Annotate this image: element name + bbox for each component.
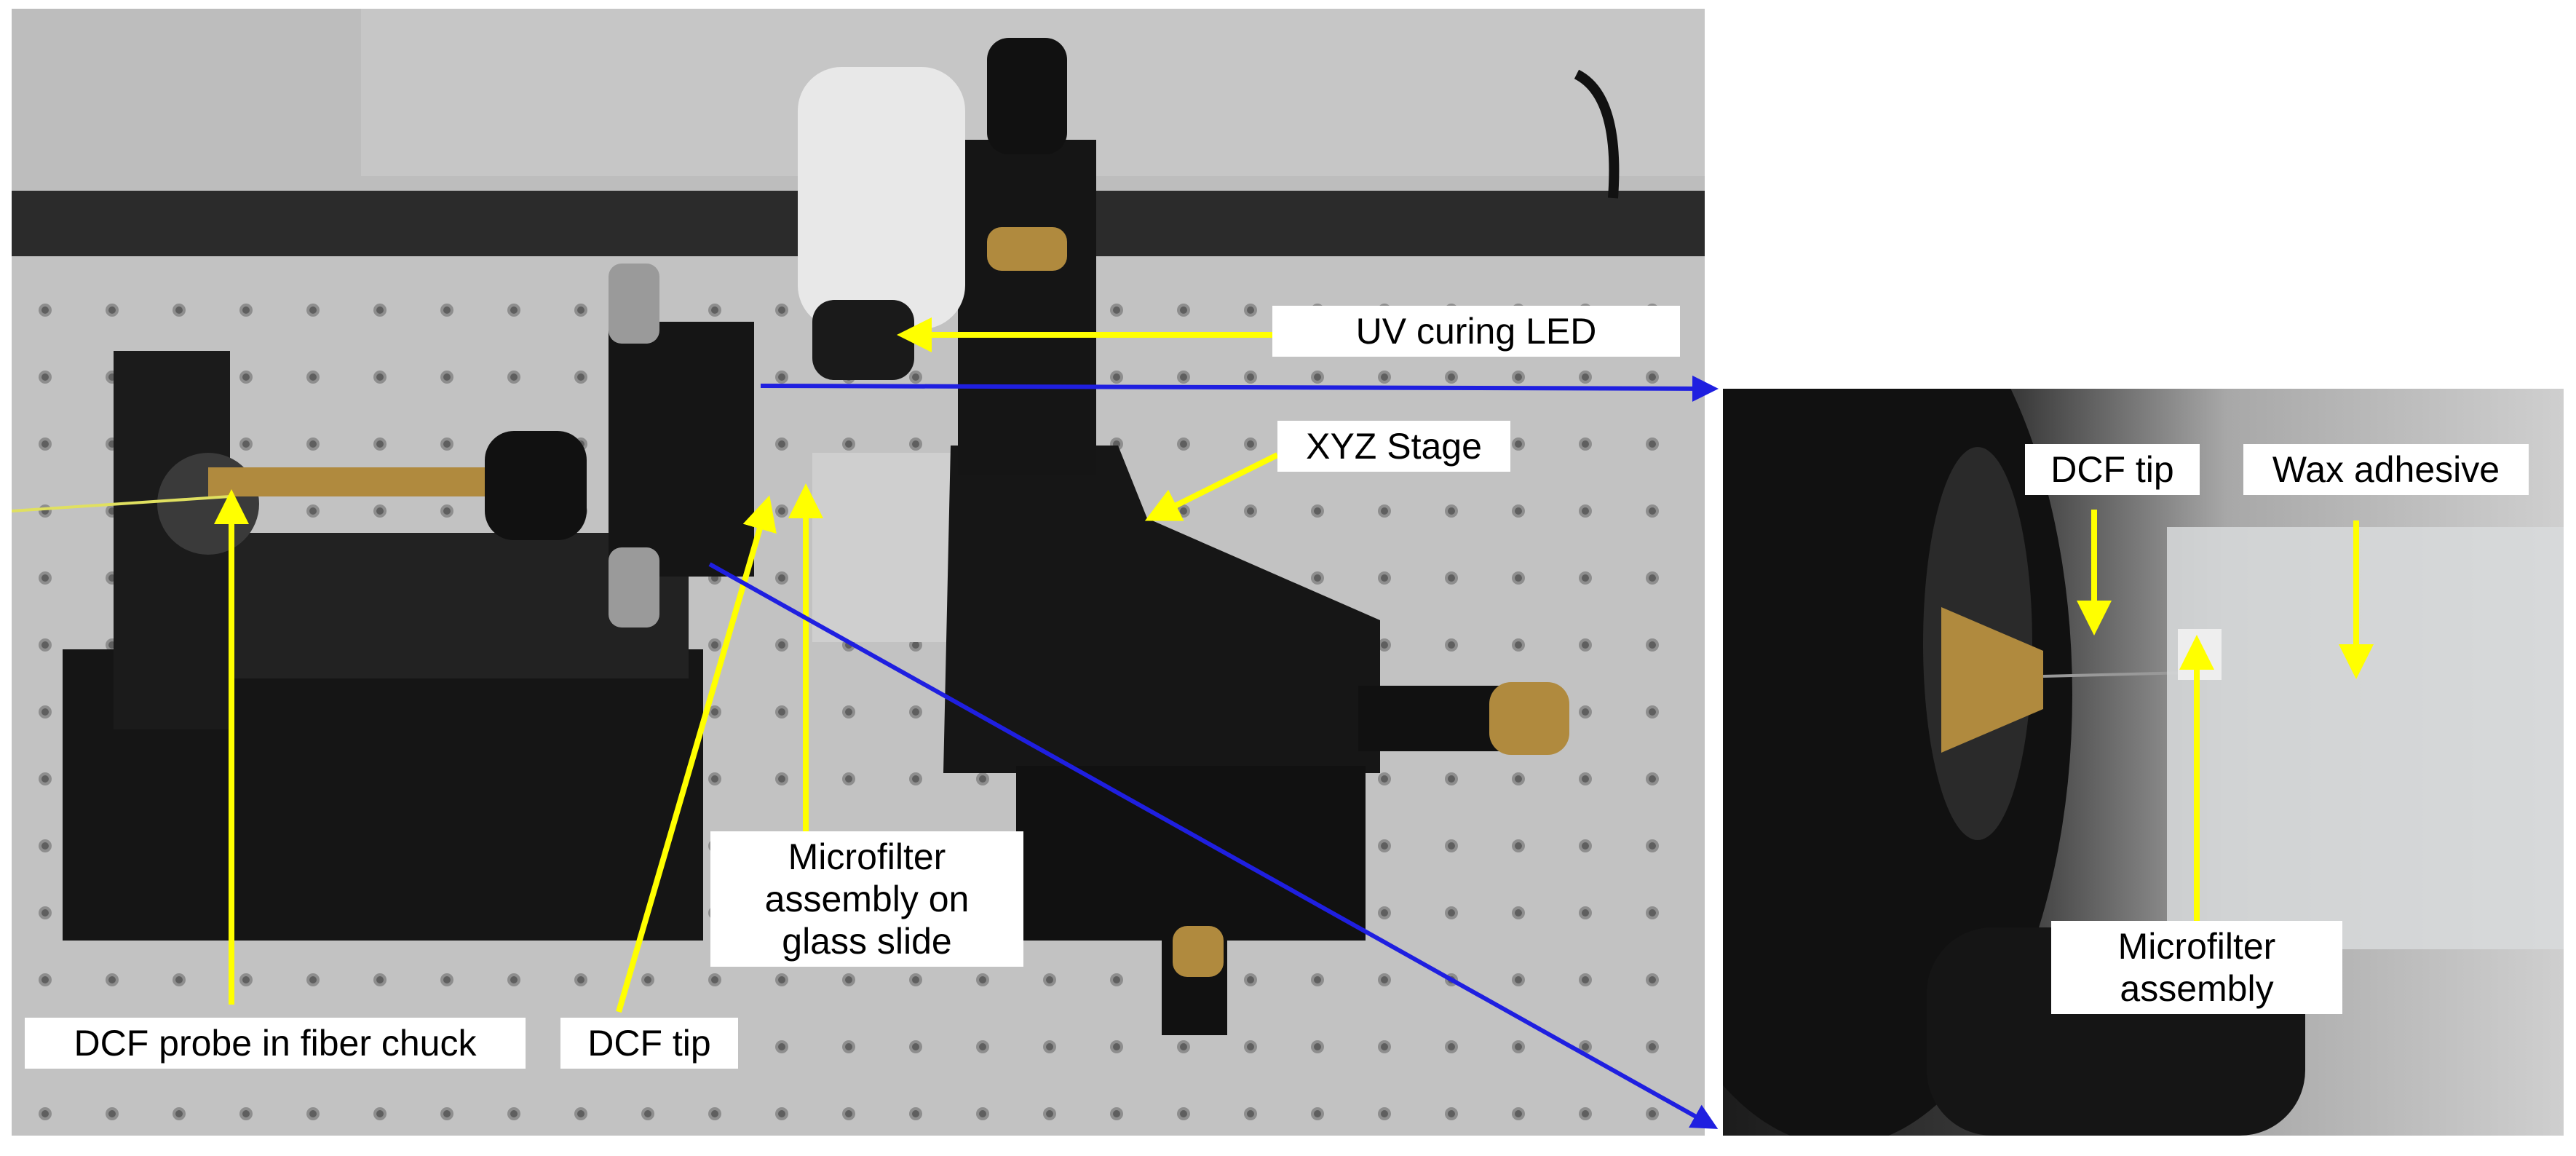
- z-knob-brass: [987, 227, 1067, 271]
- main-photo-illustration: [12, 9, 1705, 1136]
- main-photo: [12, 9, 1705, 1136]
- label-dcf-tip-main: DCF tip: [560, 1018, 738, 1069]
- label-wax-adhesive: Wax adhesive: [2243, 444, 2529, 495]
- zoom-inset-photo: [1723, 389, 2564, 1136]
- adjuster-screw: [609, 264, 659, 344]
- z-knob: [987, 38, 1067, 154]
- zoom-line-top: [760, 375, 1719, 402]
- uv-led-lens: [812, 300, 914, 380]
- arrow-xyz-stage: [1144, 452, 1279, 521]
- z-post: [958, 140, 1096, 475]
- label-microfilter-assembly: Microfilter assembly: [2051, 921, 2342, 1014]
- label-xyz-stage: XYZ Stage: [1277, 421, 1510, 472]
- y-micrometer-brass: [1173, 926, 1224, 977]
- label-uv-curing-led: UV curing LED: [1272, 306, 1680, 357]
- fiber: [12, 495, 231, 512]
- xyz-stage: [943, 446, 1380, 773]
- label-dcf-tip-zoom: DCF tip: [2025, 444, 2200, 495]
- ferrule-brass: [1941, 607, 2043, 753]
- x-micrometer-brass: [1489, 682, 1569, 755]
- arrow-dcf-tip-main: [616, 495, 777, 1013]
- adjuster-screw-lower: [609, 547, 659, 628]
- glass-slide: [2167, 527, 2564, 949]
- tilt-mount: [609, 322, 754, 577]
- label-microfilter-on-glass-slide: Microfilter assembly on glass slide: [710, 831, 1023, 967]
- brass-rod: [208, 467, 514, 496]
- led-cable: [1574, 69, 1620, 199]
- dcf-tip-fiber: [2042, 671, 2189, 678]
- uv-led-body: [798, 67, 965, 329]
- knob-large: [485, 431, 587, 540]
- slide-holder: [812, 453, 958, 642]
- label-dcf-probe-in-fiber-chuck: DCF probe in fiber chuck: [25, 1018, 526, 1069]
- zoom-line-bottom: [708, 562, 1719, 1129]
